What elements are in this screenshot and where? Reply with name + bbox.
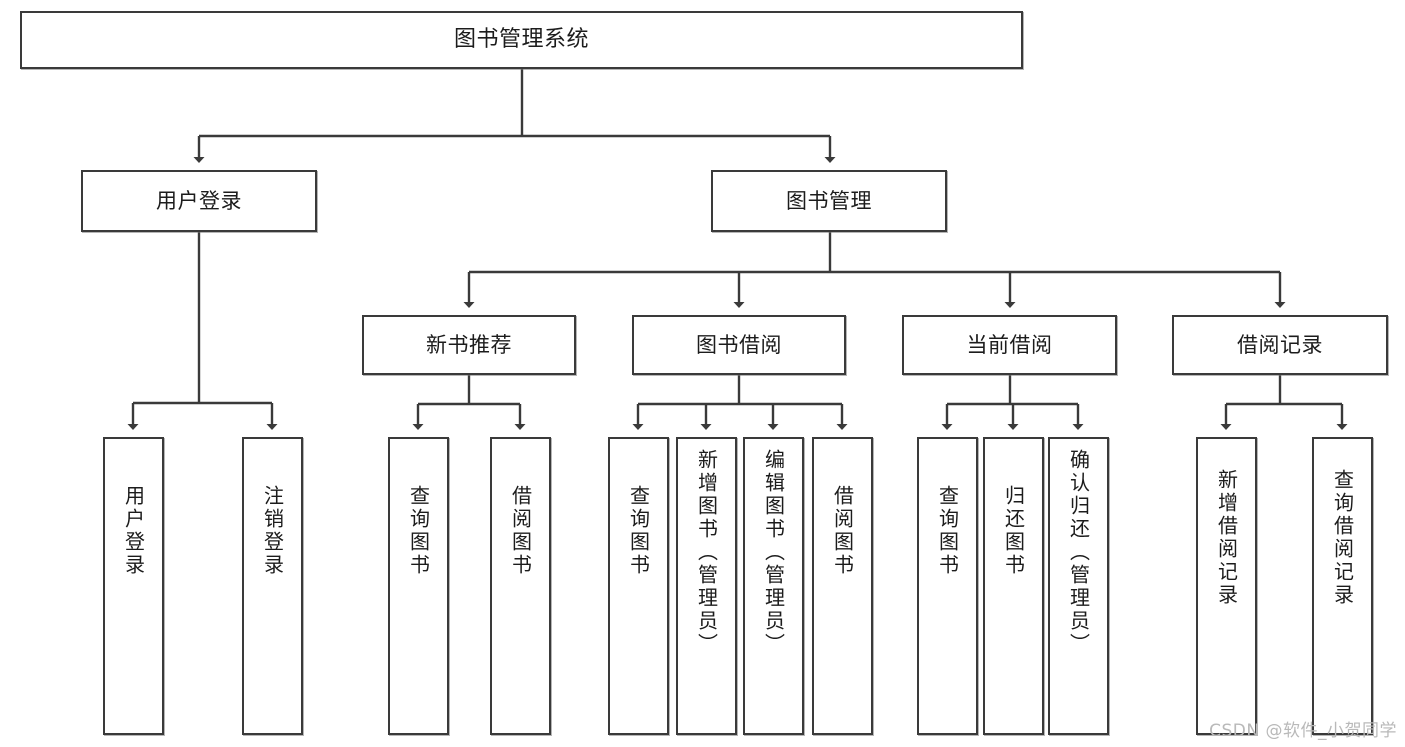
node-label: 编辑图书（管理员） — [761, 449, 786, 656]
node-leaf-borrow-book-recommend[interactable]: 借阅图书 — [490, 437, 551, 735]
node-leaf-add-book[interactable]: 新增图书（管理员） — [676, 437, 737, 735]
node-label: 当前借阅 — [966, 332, 1053, 357]
node-label: 用户登录 — [156, 188, 242, 213]
node-label: 新增图书（管理员） — [694, 449, 719, 656]
node-label: 图书管理 — [786, 188, 872, 213]
node-new-book-recommend[interactable]: 新书推荐 — [362, 315, 576, 375]
watermark-text: CSDN @软件_小贺同学 — [1209, 721, 1397, 741]
node-label: 查询图书 — [406, 485, 431, 577]
node-root-system[interactable]: 图书管理系统 — [20, 11, 1023, 69]
node-label: 查询图书 — [935, 485, 960, 577]
node-label: 图书借阅 — [696, 332, 782, 357]
node-leaf-user-login[interactable]: 用户登录 — [103, 437, 164, 735]
node-leaf-edit-book[interactable]: 编辑图书（管理员） — [743, 437, 804, 735]
node-leaf-query-record[interactable]: 查询借阅记录 — [1312, 437, 1373, 735]
node-label: 借阅图书 — [508, 485, 533, 577]
node-borrow-record[interactable]: 借阅记录 — [1172, 315, 1388, 375]
node-label: 注销登录 — [260, 485, 285, 577]
node-leaf-return-book[interactable]: 归还图书 — [983, 437, 1044, 735]
node-label: 查询借阅记录 — [1330, 469, 1355, 607]
node-leaf-borrow-book[interactable]: 借阅图书 — [812, 437, 873, 735]
node-book-borrow[interactable]: 图书借阅 — [632, 315, 846, 375]
node-leaf-confirm-return[interactable]: 确认归还（管理员） — [1048, 437, 1109, 735]
node-label: 归还图书 — [1001, 485, 1026, 577]
node-book-management[interactable]: 图书管理 — [711, 170, 947, 232]
node-label: 新增借阅记录 — [1214, 469, 1239, 607]
node-current-borrow[interactable]: 当前借阅 — [902, 315, 1117, 375]
node-label: 借阅图书 — [830, 485, 855, 577]
node-label: 图书管理系统 — [453, 27, 589, 53]
node-leaf-query-book-borrow[interactable]: 查询图书 — [608, 437, 669, 735]
node-leaf-logout[interactable]: 注销登录 — [242, 437, 303, 735]
node-label: 借阅记录 — [1237, 332, 1323, 357]
node-leaf-add-record[interactable]: 新增借阅记录 — [1196, 437, 1257, 735]
node-leaf-query-book-current[interactable]: 查询图书 — [917, 437, 978, 735]
node-label: 新书推荐 — [426, 332, 512, 357]
node-label: 确认归还（管理员） — [1066, 449, 1091, 656]
node-leaf-query-book-recommend[interactable]: 查询图书 — [388, 437, 449, 735]
node-label: 用户登录 — [121, 485, 146, 577]
node-user-login[interactable]: 用户登录 — [81, 170, 317, 232]
node-label: 查询图书 — [626, 485, 651, 577]
